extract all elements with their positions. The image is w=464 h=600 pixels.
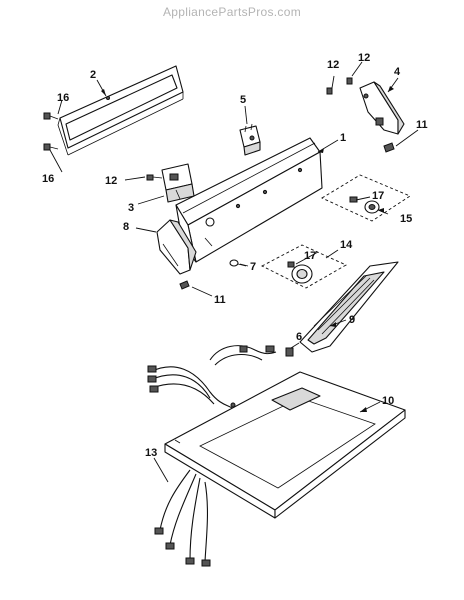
callout-17-lower: 17 [304, 250, 316, 262]
part-11-clip-left [179, 280, 190, 290]
part-10-top-panel [164, 371, 406, 519]
part-16-screw-top [43, 112, 59, 120]
callout-6: 6 [296, 331, 302, 343]
callout-8: 8 [123, 221, 129, 233]
part-9-grille [299, 261, 399, 353]
callout-15: 15 [400, 213, 412, 225]
callout-13: 13 [145, 447, 157, 459]
callout-9: 9 [349, 314, 355, 326]
part-15-knob-group [321, 174, 411, 222]
part-3-bracket [161, 163, 195, 203]
callout-3: 3 [128, 202, 134, 214]
callout-2: 2 [90, 69, 96, 81]
part-12-screw-right-a [326, 87, 333, 95]
part-1-console [175, 137, 323, 263]
callout-14: 14 [340, 239, 353, 251]
callout-numbers: 2 16 16 5 1 12 3 8 12 12 4 11 17 15 14 1… [42, 52, 428, 459]
part-13-wire-harness [147, 345, 277, 567]
part-14-knob-group [261, 244, 347, 289]
part-8-end-cap-left [156, 219, 197, 275]
part-2-rear-panel [57, 65, 184, 156]
callout-12-mid: 12 [327, 59, 339, 71]
callout-12-top: 12 [358, 52, 370, 64]
watermark-text: AppliancePartsPros.com [163, 5, 301, 19]
callout-11-right: 11 [416, 119, 428, 131]
callout-4: 4 [394, 66, 401, 78]
callout-11-left: 11 [214, 294, 226, 306]
callout-16-bottom: 16 [42, 173, 54, 185]
part-16-screw-bottom [43, 143, 59, 151]
part-12-screw-left [146, 174, 163, 181]
part-6-fastener [285, 347, 294, 357]
part-11-clip-right [383, 142, 395, 153]
part-12-screw-right-b [346, 77, 353, 85]
callout-17-upper: 17 [372, 190, 384, 202]
callout-5: 5 [240, 94, 246, 106]
callout-10: 10 [382, 395, 394, 407]
callout-leaders [49, 61, 419, 483]
callout-12-left: 12 [105, 175, 117, 187]
part-5-switch [239, 123, 261, 156]
part-7-spring [229, 259, 247, 267]
callout-1: 1 [340, 132, 346, 144]
callout-16-top: 16 [57, 92, 69, 104]
part-4-end-cap-right [359, 81, 405, 135]
callout-7: 7 [250, 261, 256, 273]
